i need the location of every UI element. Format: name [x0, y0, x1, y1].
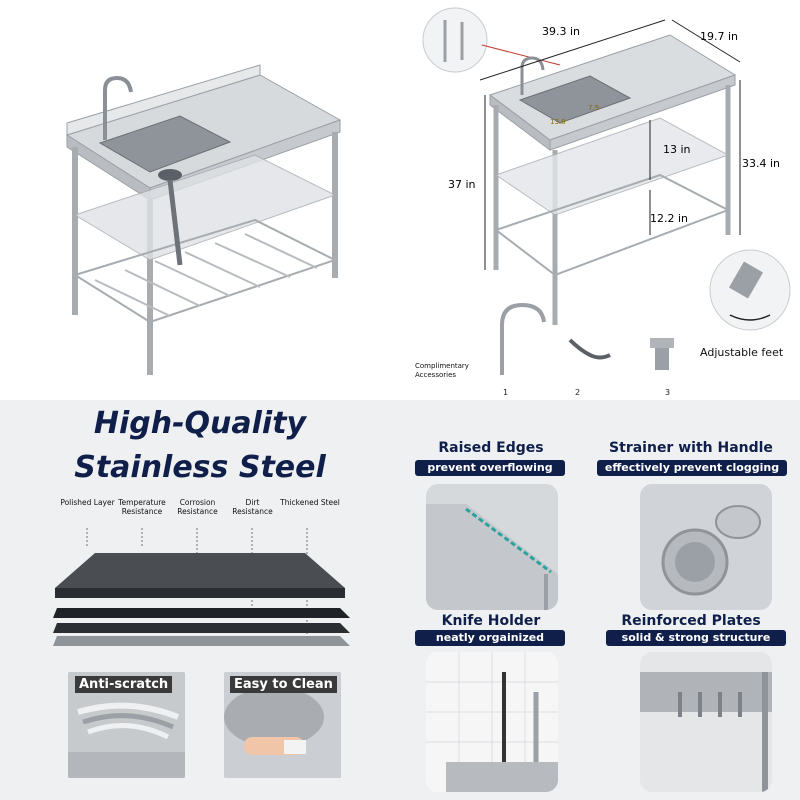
layer-label-2: Temperature Resistance [118, 498, 166, 516]
anti-scratch-badge: Anti-scratch [75, 676, 173, 693]
basin-height-label: 7.9 [588, 104, 600, 112]
feature-sub-raised-edges: prevent overflowing [415, 460, 565, 476]
steel-layers-image [45, 528, 355, 658]
height-right-label: 33.4 in [742, 157, 781, 170]
shelf-gap-label: 12.2 in [650, 212, 689, 225]
product-overview-panel: 39.3 in 19.7 in 37 in 33.4 in 13 in 12.2… [55, 0, 800, 397]
feature-image-reinforced-plates [640, 652, 772, 792]
feature-sub-knife-holder: neatly orgainized [415, 630, 565, 646]
feature-title-raised-edges: Raised Edges [438, 440, 544, 456]
height-total-label: 37 in [448, 178, 476, 191]
headline-line2: Stainless Steel [74, 450, 326, 485]
layer-label-1: Polished Layer [60, 498, 115, 507]
feature-title-strainer: Strainer with Handle [609, 440, 773, 456]
layer-label-5: Thickened Steel [280, 498, 340, 507]
accessory-2-num: 2 [575, 388, 581, 397]
feature-title-knife-holder: Knife Holder [441, 613, 541, 629]
accessories-label: Complimentary Accessories [415, 362, 469, 379]
basin-depth-label: 13 in [663, 143, 691, 156]
sink-image-left [55, 60, 355, 380]
feature-title-reinforced-plates: Reinforced Plates [621, 613, 761, 629]
layer-label-3: Corrosion Resistance [177, 498, 218, 516]
feature-image-raised-edges [426, 484, 558, 610]
layer-label-4: Dirt Resistance [232, 498, 273, 516]
feature-image-knife-holder [426, 652, 558, 792]
basin-width-label: 13.8 [550, 118, 566, 126]
dimension-diagram: 39.3 in 19.7 in 37 in 33.4 in 13 in 12.2… [410, 0, 800, 397]
feature-image-strainer [640, 484, 772, 610]
feature-sub-strainer: effectively prevent clogging [597, 460, 787, 476]
easy-clean-badge: Easy to Clean [230, 676, 337, 693]
accessory-3-num: 3 [665, 388, 671, 397]
headline-line1: High-Quality [93, 406, 307, 441]
feature-sub-reinforced-plates: solid & strong structure [606, 630, 786, 646]
features-panel: High-Quality Stainless Steel Polished La… [0, 400, 800, 800]
depth-label: 19.7 in [700, 30, 739, 43]
width-label: 39.3 in [542, 25, 581, 38]
adjustable-feet-label: Adjustable feet [700, 346, 784, 359]
accessory-1-num: 1 [503, 388, 509, 397]
